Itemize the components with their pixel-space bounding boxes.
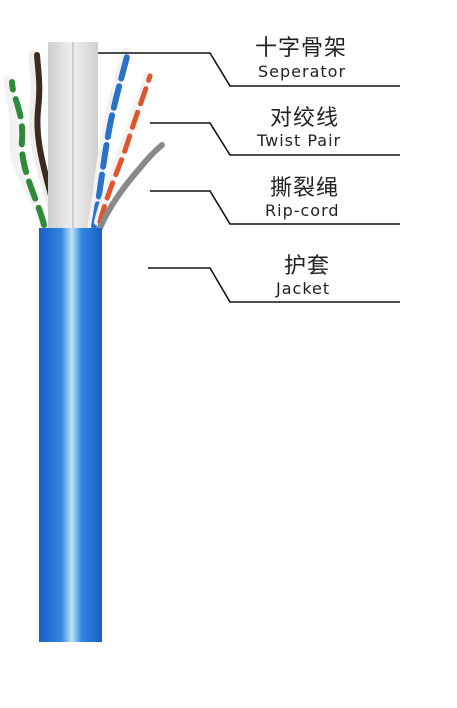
orange-pair — [94, 72, 153, 226]
label-rip-cord-zh: 撕裂绳 — [270, 176, 340, 201]
jacket — [39, 228, 102, 642]
leader-jacket — [148, 267, 400, 303]
label-seperator-zh: 十字骨架 — [255, 36, 348, 61]
ripcord — [97, 142, 165, 231]
label-twist-pair-zh: 对绞线 — [270, 106, 340, 131]
label-jacket-en: Jacket — [276, 279, 331, 298]
label-seperator-en: Seperator — [258, 62, 347, 81]
leader-seperator — [98, 52, 400, 87]
label-twist-pair-en: Twist Pair — [257, 131, 342, 150]
leader-rip-cord — [150, 190, 400, 225]
green-pair — [3, 75, 49, 230]
label-jacket-zh: 护套 — [284, 254, 331, 279]
leader-twist-pair — [150, 122, 400, 156]
separator — [48, 42, 98, 230]
blue-pair — [87, 47, 131, 231]
label-rip-cord-en: Rip-cord — [265, 201, 340, 220]
leader-lines — [98, 52, 400, 303]
